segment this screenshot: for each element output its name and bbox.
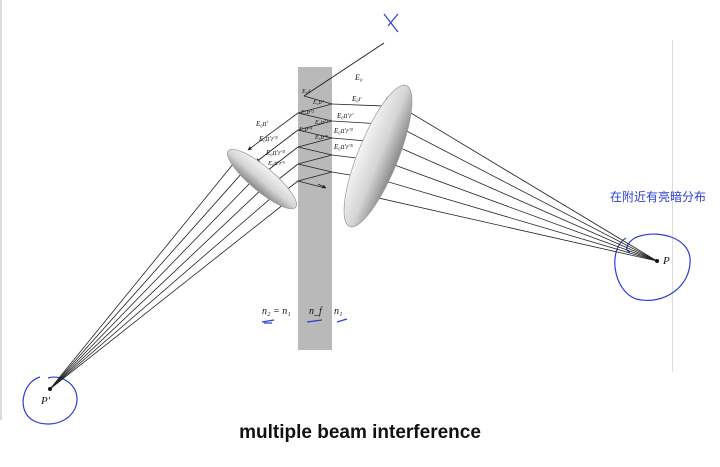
left-focus-ray-6 — [49, 203, 285, 390]
internal-reflections — [296, 95, 334, 189]
left-focus-rays — [49, 157, 285, 390]
left-focus-ray-2 — [49, 166, 248, 390]
frame-border-left — [0, 0, 2, 420]
right-focus-rays — [351, 97, 658, 262]
right-focus-ray-2 — [379, 116, 658, 262]
left-focus-ray-1 — [49, 157, 239, 390]
left-lens — [227, 148, 297, 210]
label-transmitted-3: E₀tt′r′⁴ — [265, 149, 285, 157]
label-reflected-3: E₀tt′r′³ — [333, 127, 353, 135]
focus-point-p — [655, 259, 659, 263]
label-transmitted-4: E₀tt′r′⁶ — [267, 160, 286, 167]
left-focus-ray-3 — [49, 176, 257, 390]
right-focus-ray-5 — [358, 172, 658, 262]
label-medium-left: n₂ = n₁ — [262, 306, 291, 317]
label-inner-6: E₀tr′⁵ — [314, 135, 328, 141]
label-transmitted-2: E₀tt′r′² — [258, 135, 278, 143]
right-focus-ray-3 — [372, 135, 658, 262]
label-medium-right: n₁ — [334, 306, 342, 317]
label-inner-1: E₀t — [301, 88, 310, 95]
right-focus-ray-6 — [351, 191, 658, 262]
left-focus-ray-4 — [49, 185, 266, 390]
figure-caption: multiple beam interference — [239, 422, 481, 443]
label-reflected-2: E₀tt′r′ — [336, 112, 354, 120]
right-focus-ray-4 — [365, 154, 658, 262]
right-lens — [343, 84, 413, 228]
handwritten-marks — [22, 13, 691, 425]
label-inner-5: E₀tr′⁴ — [298, 127, 312, 133]
label-medium-film: n_f — [309, 306, 323, 317]
right-focus-ray-1 — [385, 97, 658, 262]
label-point-p-prime: P′ — [40, 395, 51, 407]
label-transmitted-1: E₀tt′ — [255, 120, 269, 128]
handwritten-note: 在附近有亮暗分布 — [610, 189, 706, 204]
frame-border-right — [672, 40, 673, 372]
label-incident: E₀ — [354, 73, 363, 82]
label-reflected-1: E₀r — [351, 95, 362, 103]
left-focus-ray-5 — [49, 194, 276, 390]
label-inner-3: E₀tr′² — [300, 110, 314, 116]
label-reflected-4: E₀tt′r′⁵ — [333, 143, 353, 151]
label-point-p: P — [662, 255, 670, 267]
focus-point-p-prime — [48, 387, 52, 391]
incident-ray — [303, 42, 385, 97]
label-inner-2: E₀tr′ — [312, 100, 325, 106]
label-inner-4: E₀tr′³ — [314, 120, 328, 126]
